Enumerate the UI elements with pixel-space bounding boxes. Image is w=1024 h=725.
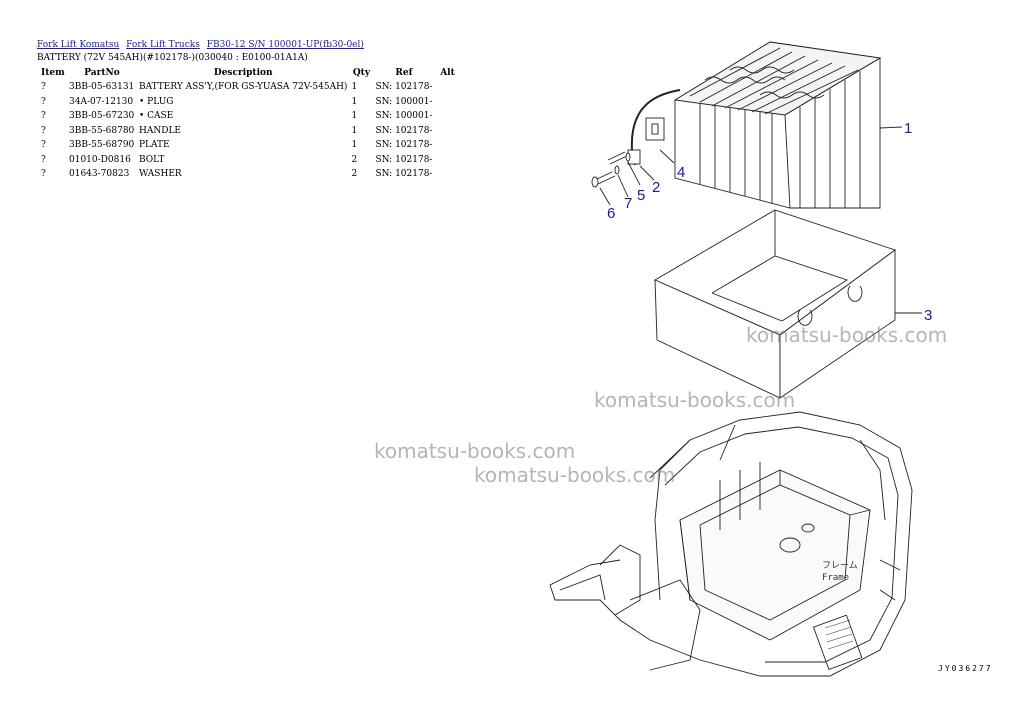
- cell-item: ?: [41, 154, 46, 165]
- cell-description: WASHER: [139, 169, 182, 180]
- header-partno: PartNo: [84, 68, 120, 78]
- cell-partno: 01010-D0816: [69, 154, 131, 165]
- cell-ref: SN: 102178-: [375, 154, 433, 165]
- cell-description: PLATE: [139, 140, 170, 151]
- truck-frame: [549, 411, 913, 677]
- table-row: ? 3BB-05-67230 • CASE 1 SN: 100001-: [37, 109, 460, 124]
- callout-7: 7: [624, 195, 632, 212]
- cell-partno: 34A-07-12130: [69, 96, 134, 107]
- cell-qty: 2: [351, 169, 358, 180]
- bolt-washer-group: [591, 151, 631, 188]
- cell-alt: [434, 109, 460, 124]
- cell-qty: 1: [351, 82, 358, 93]
- parts-diagram: 1 2 3 4 5 6 7 フレーム Frame: [549, 41, 932, 677]
- cell-item: ?: [41, 111, 46, 122]
- callout-2: 2: [652, 179, 660, 196]
- breadcrumb-link-model[interactable]: FB30-12 S/N 100001-UP(fb30-0el): [206, 40, 364, 50]
- cell-qty: 2: [351, 154, 358, 165]
- cell-alt: [434, 80, 460, 95]
- cell-partno: 01643-70823: [69, 169, 130, 180]
- table-row: ? 34A-07-12130 • PLUG 1 SN: 100001-: [37, 95, 460, 110]
- cell-qty: 1: [351, 140, 358, 151]
- cell-item: ?: [41, 140, 46, 151]
- breadcrumb-link-fork-lift-komatsu[interactable]: Fork Lift Komatsu: [37, 40, 120, 50]
- cell-ref: SN: 100001-: [375, 111, 433, 122]
- battery-case: [654, 209, 896, 399]
- cell-alt: [434, 95, 460, 110]
- parts-table: Item PartNo Description Qty Ref Alt ? 3B…: [37, 66, 460, 182]
- cell-item: ?: [41, 96, 46, 107]
- cell-alt: [434, 124, 460, 139]
- battery-assembly: [627, 41, 882, 209]
- cell-partno: 3BB-55-68780: [69, 125, 135, 136]
- cell-partno: 3BB-05-67230: [69, 111, 135, 122]
- cell-item: ?: [41, 169, 46, 180]
- header-item: Item: [41, 68, 65, 78]
- table-row: ? 3BB-55-68790 PLATE 1 SN: 102178-: [37, 138, 460, 153]
- table-row: ? 01010-D0816 BOLT 2 SN: 102178-: [37, 153, 460, 168]
- callout-5: 5: [637, 187, 645, 204]
- frame-label: Frame: [822, 573, 849, 583]
- cell-qty: 1: [351, 96, 358, 107]
- cell-description: BATTERY ASS'Y,(FOR GS-YUASA 72V-545AH): [139, 82, 348, 93]
- table-header-row: Item PartNo Description Qty Ref Alt: [37, 66, 460, 80]
- cell-item: ?: [41, 82, 46, 93]
- cell-description: • CASE: [139, 111, 174, 122]
- cell-partno: 3BB-55-68790: [69, 140, 135, 151]
- callout-3: 3: [924, 307, 932, 324]
- frame-label-jp: フレーム: [822, 560, 858, 571]
- cell-alt: [434, 153, 460, 168]
- cell-ref: SN: 102178-: [375, 140, 433, 151]
- breadcrumb: Fork Lift Komatsu Fork Lift Trucks FB30-…: [37, 40, 368, 50]
- table-row: ? 3BB-05-63131 BATTERY ASS'Y,(FOR GS-YUA…: [37, 80, 460, 95]
- cell-ref: SN: 102178-: [375, 169, 433, 180]
- header-description: Description: [213, 68, 273, 78]
- cell-alt: [434, 167, 460, 182]
- cell-description: HANDLE: [139, 125, 181, 136]
- callout-1: 1: [904, 120, 912, 137]
- cell-ref: SN: 102178-: [375, 82, 433, 93]
- cell-item: ?: [41, 125, 46, 136]
- header-ref: Ref: [395, 68, 413, 78]
- callout-4: 4: [677, 164, 685, 181]
- callout-6: 6: [607, 205, 615, 222]
- cell-qty: 1: [351, 111, 358, 122]
- breadcrumb-link-fork-lift-trucks[interactable]: Fork Lift Trucks: [126, 40, 200, 50]
- header-alt: Alt: [440, 68, 455, 78]
- header-qty: Qty: [352, 68, 371, 78]
- cell-ref: SN: 100001-: [375, 96, 433, 107]
- cell-qty: 1: [351, 125, 358, 136]
- cell-description: • PLUG: [139, 96, 174, 107]
- page-subtitle: BATTERY (72V 545AH)(#102178-)(030040 : E…: [37, 53, 308, 63]
- table-row: ? 3BB-55-68780 HANDLE 1 SN: 102178-: [37, 124, 460, 139]
- figure-id: JY036277: [938, 664, 993, 673]
- cell-partno: 3BB-05-63131: [69, 82, 135, 93]
- cell-description: BOLT: [139, 154, 165, 165]
- cell-ref: SN: 102178-: [375, 125, 433, 136]
- cell-alt: [434, 138, 460, 153]
- table-row: ? 01643-70823 WASHER 2 SN: 102178-: [37, 167, 460, 182]
